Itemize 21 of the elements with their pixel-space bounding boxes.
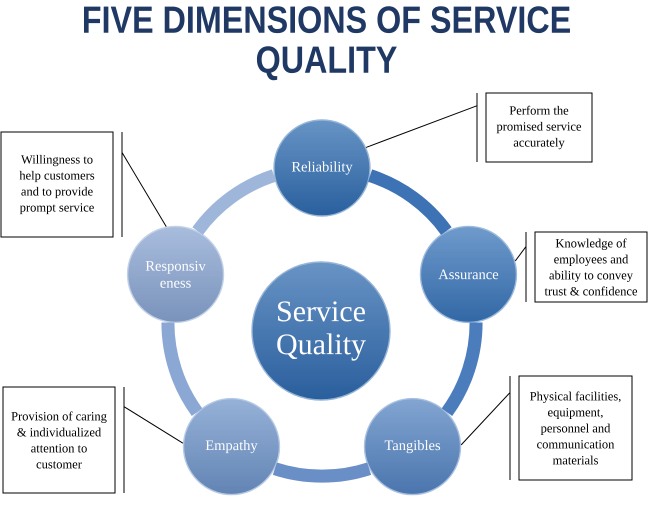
leader-line [514,246,526,262]
ring-segment [368,169,452,235]
ring-segment [442,322,483,416]
leader-line [122,152,167,228]
leader-line [366,105,478,148]
circle-node: Tangibles [364,398,462,496]
ring-segment [273,462,371,483]
callout-box: Physical facilities, equipment, personnel and communication materials [510,376,632,480]
leader-line [124,406,184,444]
title: FIVE DIMENSIONS OF SERVICE QUALITY [84,6,570,80]
ring-segment [161,322,202,416]
callout-box: Knowledge of employees and ability to convey trust & confidence [526,232,648,302]
circle-node: Responsiv eness [126,226,224,324]
leader-line [460,392,510,446]
callout-box: Provision of caring & individualized attention to customer [2,386,124,494]
callout-box: Perform the promised service accurately [476,92,592,162]
callout-box: Willingness to help customers and to provide prompt service [0,132,122,238]
circle-node: Reliability [273,119,371,217]
circle-node: Assurance [420,226,518,324]
ring-segment [192,169,276,235]
circle-node: Empathy [182,398,280,496]
